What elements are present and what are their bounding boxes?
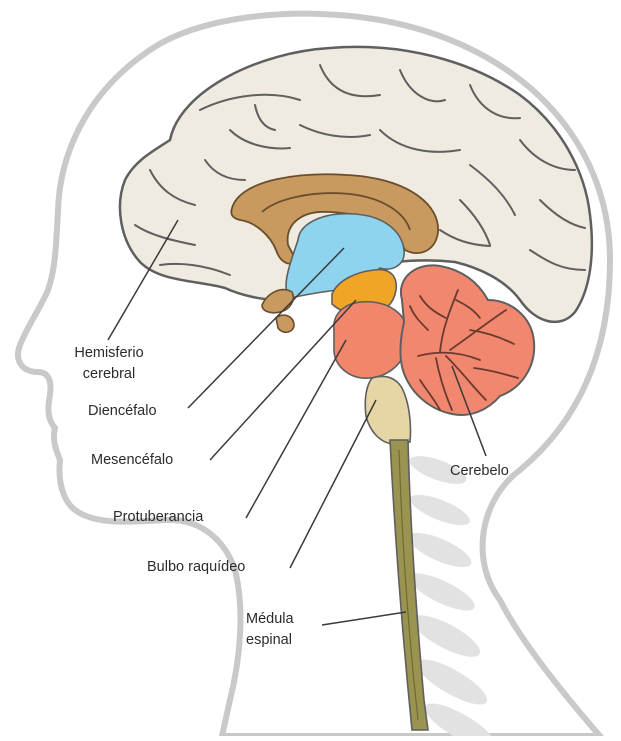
pituitary: [276, 315, 294, 332]
label-hemisferio-line1: Hemisferio: [54, 343, 164, 364]
label-medula-espinal: Médula espinal: [246, 609, 294, 651]
label-cerebelo: Cerebelo: [450, 461, 509, 482]
label-medula-line1: Médula: [246, 609, 294, 630]
label-hemisferio-cerebral: Hemisferio cerebral: [54, 343, 164, 385]
label-hemisferio-line2: cerebral: [54, 364, 164, 385]
label-diencefalo: Diencéfalo: [88, 401, 157, 422]
label-mesencefalo: Mesencéfalo: [91, 450, 173, 471]
label-bulbo-raquideo: Bulbo raquídeo: [147, 557, 245, 578]
label-medula-line2: espinal: [246, 630, 294, 651]
label-protuberancia: Protuberancia: [113, 507, 203, 528]
